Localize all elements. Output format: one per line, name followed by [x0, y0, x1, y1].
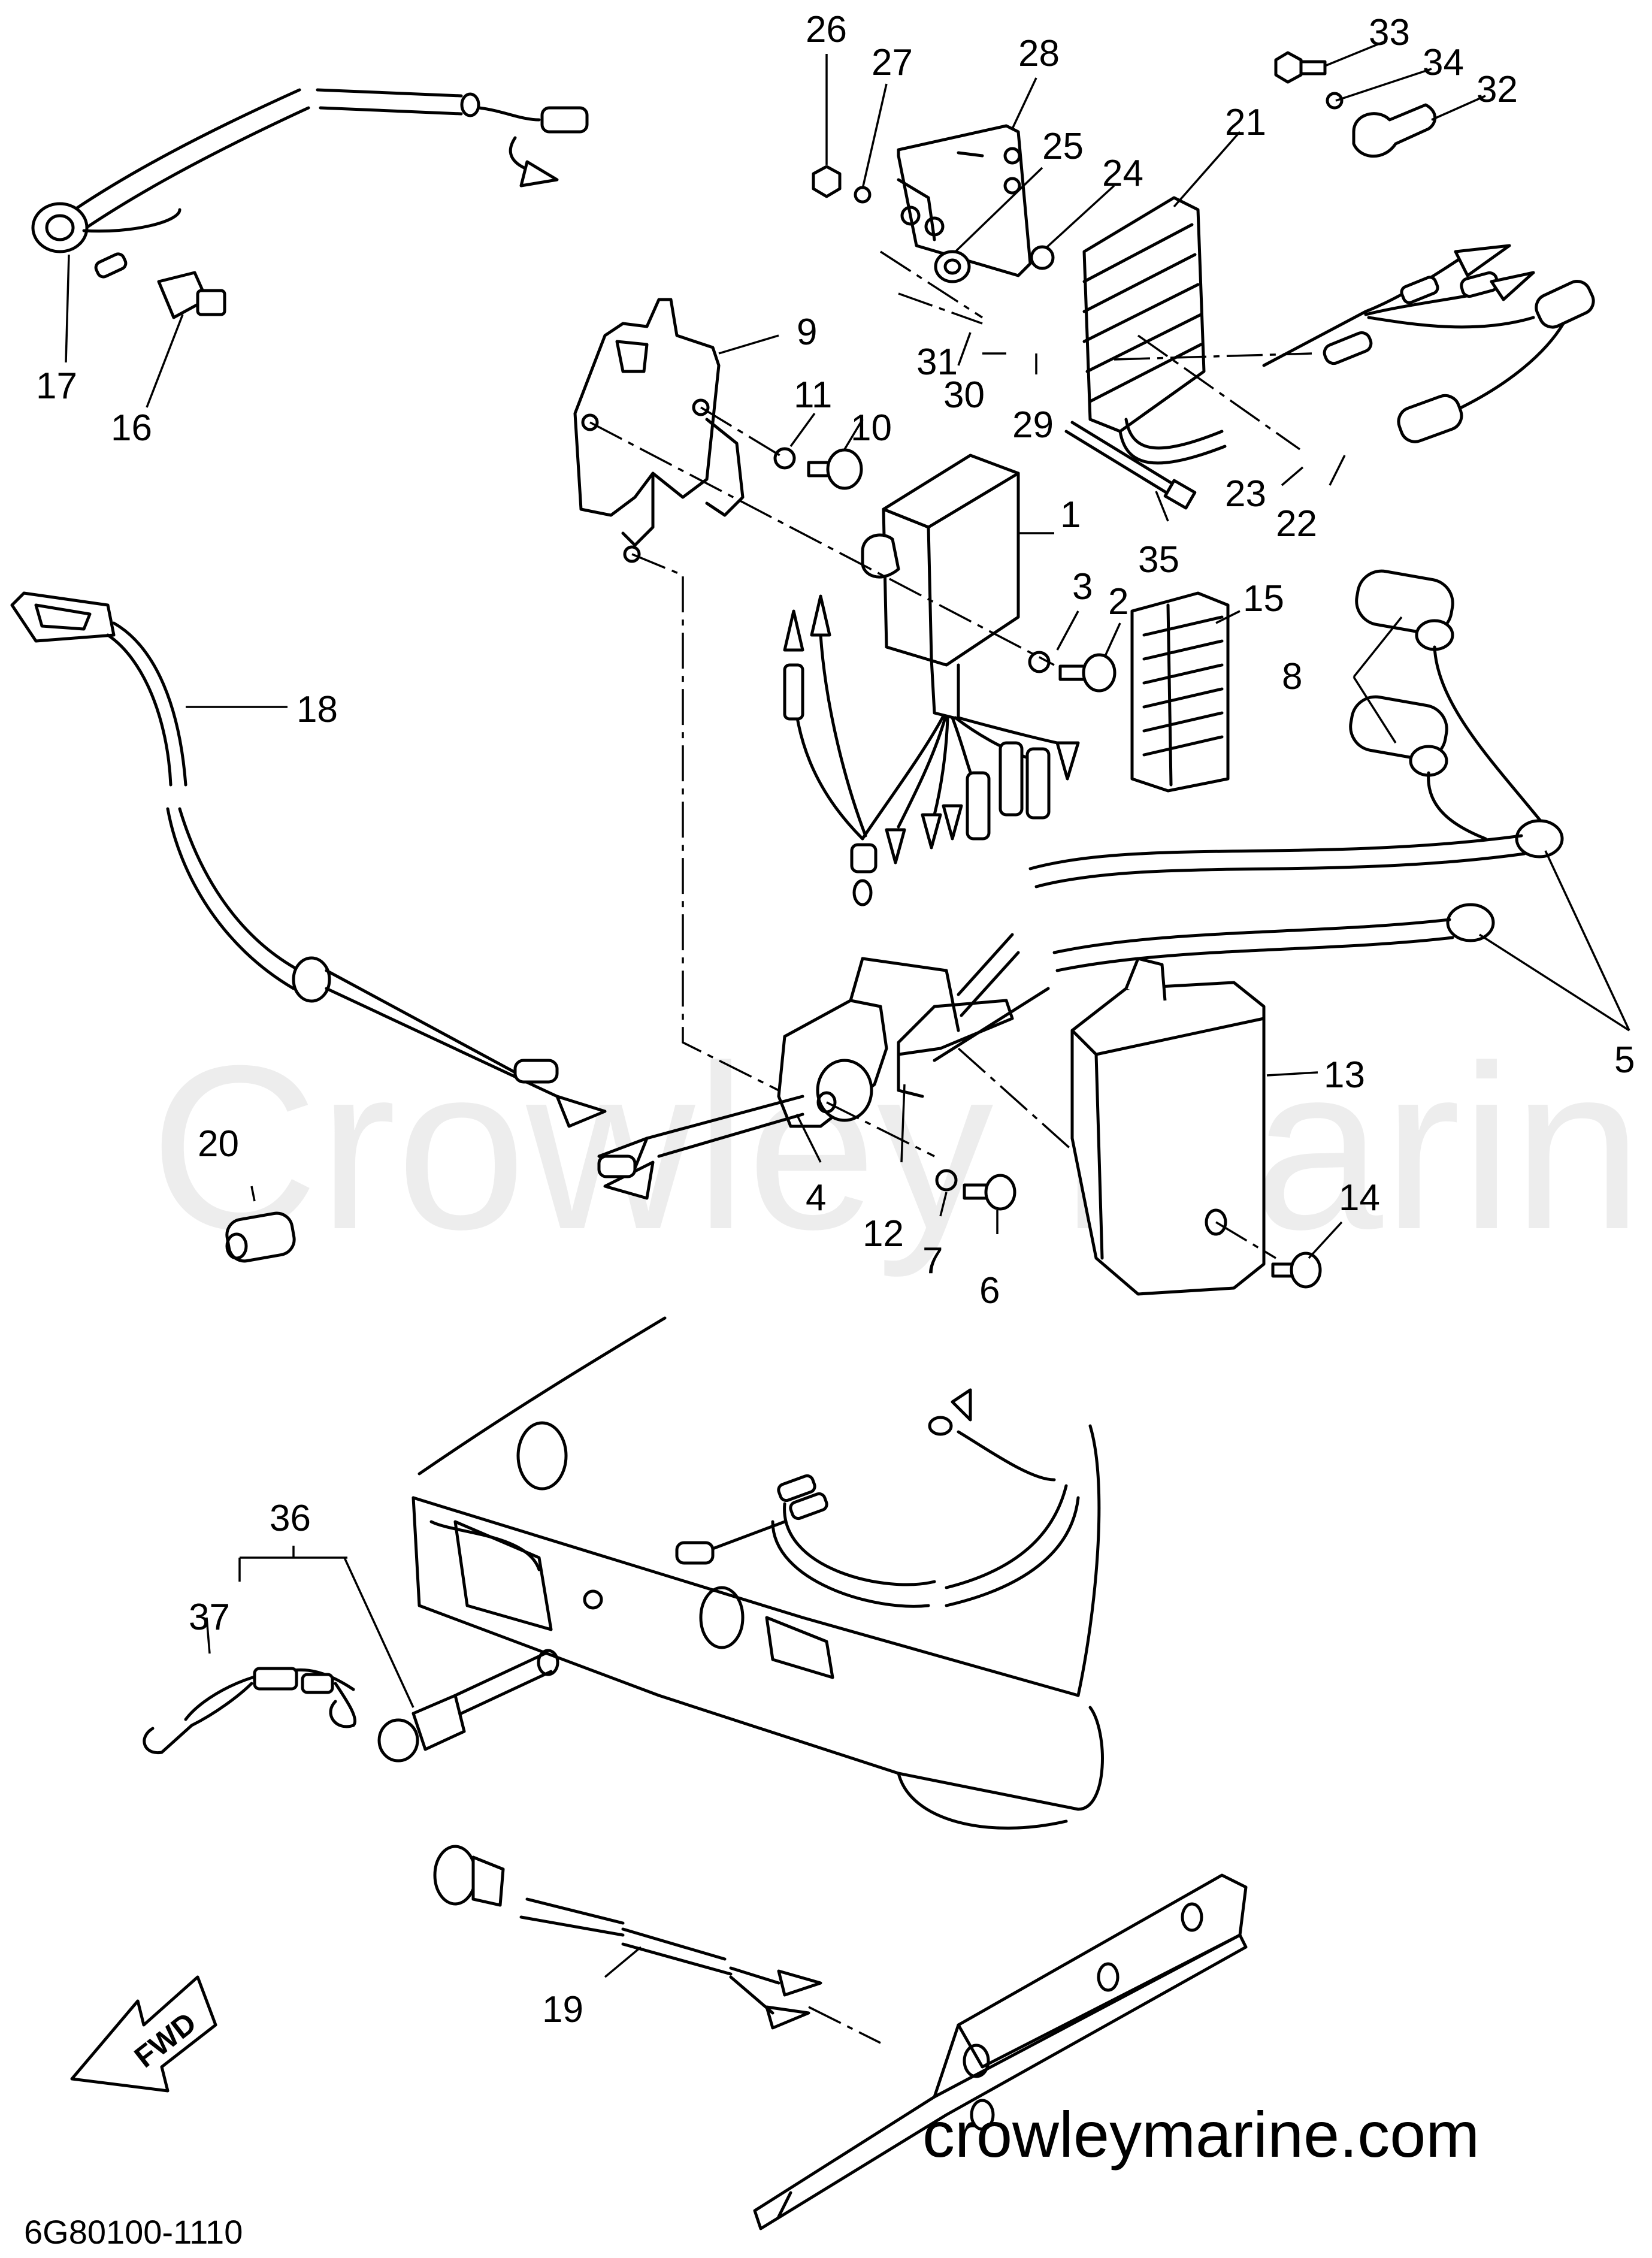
callout-23: 23 — [1225, 473, 1266, 515]
part-1-leads — [783, 594, 1080, 906]
callout-14: 14 — [1339, 1177, 1380, 1219]
part-32-clamp[interactable] — [1352, 103, 1437, 158]
callout-32: 32 — [1476, 69, 1518, 110]
part-16-switch[interactable] — [94, 252, 226, 319]
callout-10: 10 — [851, 407, 892, 449]
callout-8: 8 — [1282, 656, 1302, 697]
alignment-lines — [589, 250, 1312, 2044]
callout-7: 7 — [922, 1240, 943, 1281]
part-6-bolt[interactable] — [963, 1174, 1016, 1211]
part-21-leads — [1262, 244, 1595, 443]
callout-12: 12 — [863, 1213, 904, 1255]
part-25-grommet[interactable] — [934, 250, 971, 283]
part-10-bolt[interactable] — [807, 448, 863, 490]
part-37-lanyard[interactable] — [143, 1667, 357, 1754]
part-34-washer[interactable] — [1326, 92, 1344, 110]
part-8-plug-cap-lower[interactable] — [1347, 693, 1487, 841]
callout-6: 6 — [979, 1270, 1000, 1311]
callout-21: 21 — [1225, 102, 1266, 143]
callout-29: 29 — [1012, 404, 1054, 446]
callout-4: 4 — [806, 1177, 826, 1219]
part-20-collar[interactable] — [225, 1211, 296, 1263]
part-3-washer[interactable] — [1028, 651, 1051, 673]
callout-36: 36 — [270, 1498, 311, 1539]
part-9-base-plate[interactable] — [573, 298, 745, 563]
callout-28: 28 — [1018, 33, 1060, 74]
callout-1: 1 — [1060, 494, 1081, 536]
part-4-ignition-coil[interactable] — [777, 957, 960, 1128]
callout-24: 24 — [1102, 153, 1143, 194]
callout-22: 22 — [1276, 503, 1317, 545]
part-18-connector-harness[interactable] — [10, 591, 607, 1128]
callout-19: 19 — [542, 1989, 583, 2030]
part-13-cover[interactable] — [1070, 957, 1266, 1296]
callout-25: 25 — [1042, 126, 1084, 167]
part-35-tie-strap[interactable] — [1064, 421, 1197, 510]
part-1-cdi-unit[interactable] — [861, 454, 1020, 721]
part-36-engine-stop-switch[interactable] — [377, 1649, 559, 1763]
part-5-grommet[interactable] — [1446, 819, 1564, 942]
lower-bracket — [753, 1873, 1248, 2230]
callout-3: 3 — [1072, 566, 1093, 607]
part-12-holder[interactable] — [897, 999, 1014, 1098]
callout-30: 30 — [943, 374, 985, 416]
part-8-plug-cap-upper[interactable] — [1353, 567, 1547, 829]
leader-lines — [186, 41, 1630, 1978]
part-14-screw[interactable] — [1271, 1252, 1322, 1289]
callout-31: 31 — [916, 341, 958, 383]
callout-17: 17 — [36, 365, 77, 407]
part-2-bolt[interactable] — [1058, 653, 1117, 693]
callout-18: 18 — [296, 689, 338, 730]
callout-13: 13 — [1324, 1054, 1365, 1096]
callout-labels: 26 27 28 25 24 21 33 34 32 9 31 30 29 11… — [36, 9, 1635, 2030]
callout-34: 34 — [1423, 42, 1464, 83]
part-11-washer[interactable] — [773, 447, 796, 470]
callout-37: 37 — [189, 1597, 230, 1638]
drawing-code: 6G80100-1110 — [24, 2213, 243, 2251]
callout-20: 20 — [198, 1123, 239, 1165]
part-28-bracket[interactable] — [897, 124, 1032, 277]
part-19-switch-lead[interactable] — [433, 1845, 822, 2030]
cowling-outline — [412, 1316, 1104, 1830]
callout-9: 9 — [797, 312, 817, 353]
part-33-bolt[interactable] — [1274, 51, 1327, 84]
callout-11: 11 — [794, 374, 832, 416]
website-text: crowleymarine.com — [922, 2098, 1479, 2171]
callout-27: 27 — [872, 42, 913, 83]
part-27-washer[interactable] — [854, 186, 872, 204]
callout-35: 35 — [1138, 539, 1179, 581]
watermark-text: Crowley Marine — [150, 1017, 1652, 1279]
part-15-holder[interactable] — [1130, 591, 1230, 793]
callout-2: 2 — [1108, 581, 1128, 622]
part-24-collar[interactable] — [1030, 245, 1055, 270]
part-26-nut[interactable] — [812, 165, 842, 198]
part-21-regulator[interactable] — [1082, 196, 1227, 465]
part-7-washer[interactable] — [935, 1169, 958, 1192]
part-17-lead-wire[interactable] — [31, 88, 589, 253]
ht-leads — [597, 834, 1526, 1200]
callout-26: 26 — [806, 9, 847, 50]
callout-16: 16 — [111, 407, 152, 449]
forward-direction-arrow-icon: FWD — [70, 1975, 217, 2093]
cowling-harness — [675, 1388, 1080, 1608]
callout-15: 15 — [1243, 578, 1284, 619]
callout-33: 33 — [1369, 12, 1410, 53]
callout-5: 5 — [1614, 1039, 1635, 1081]
